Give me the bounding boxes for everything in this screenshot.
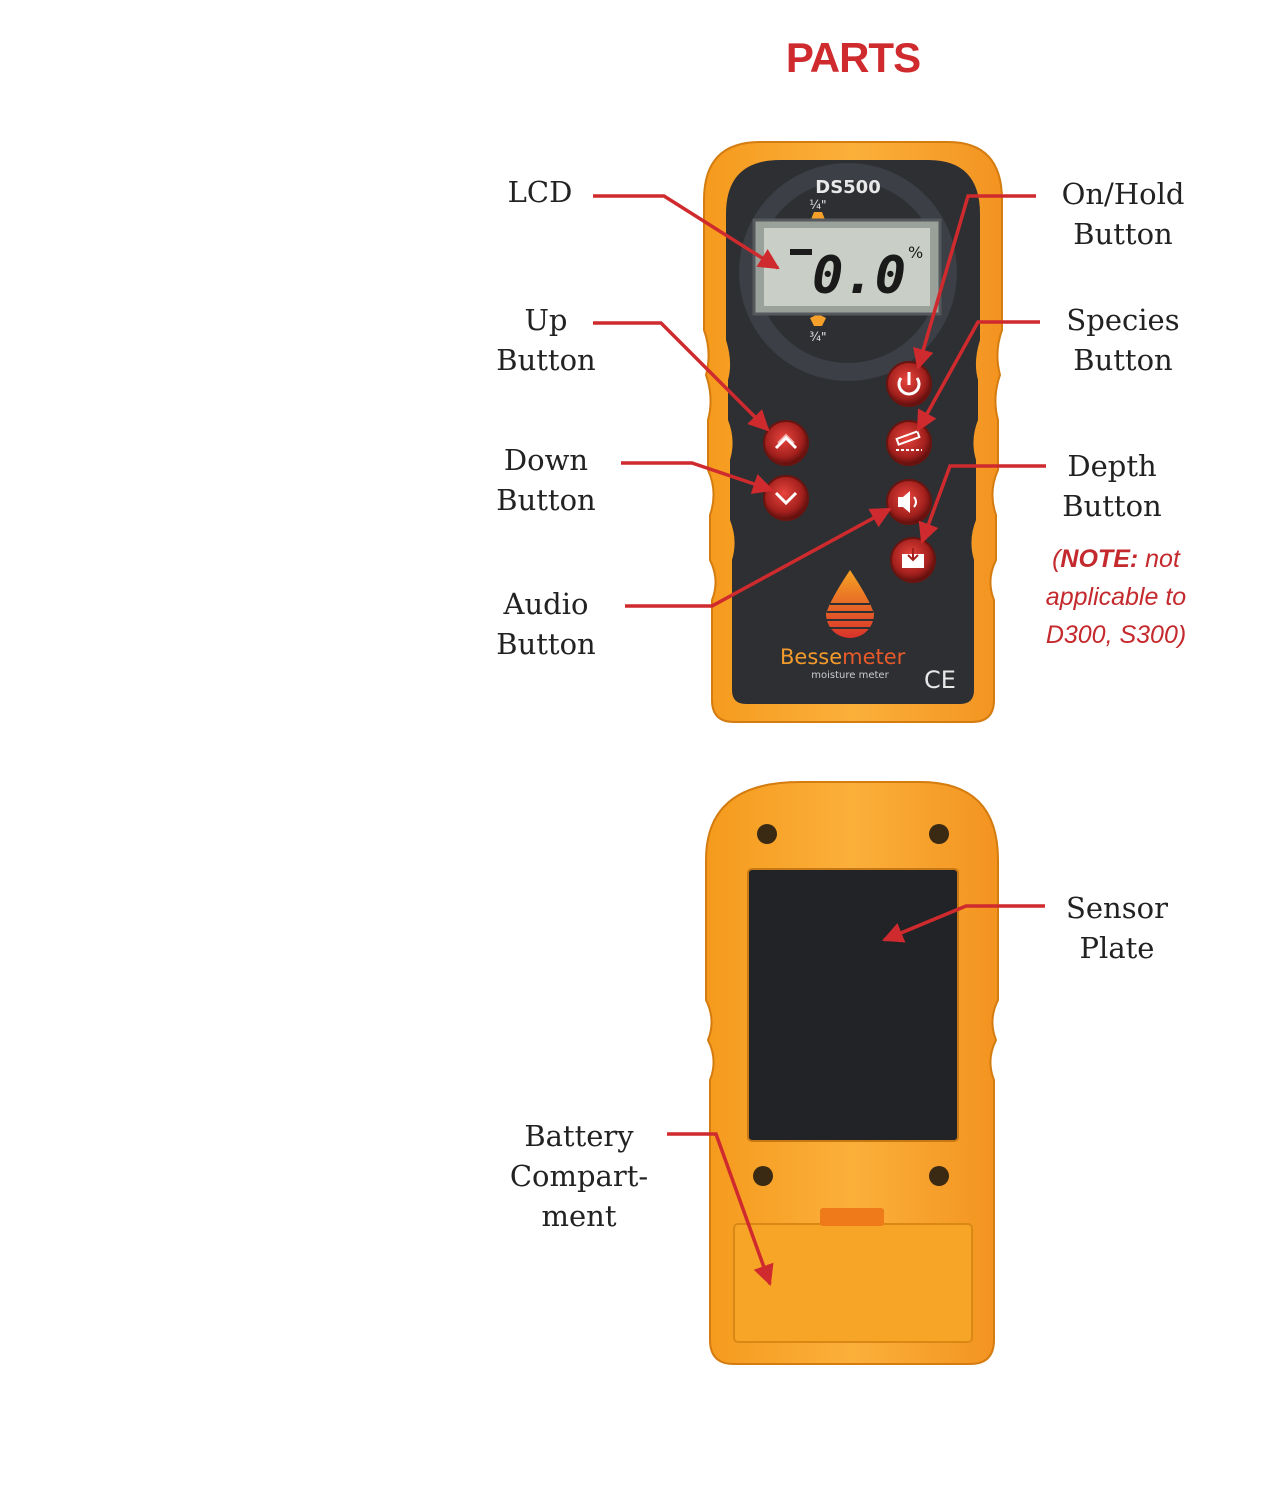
label-down-line2: Button — [496, 483, 596, 517]
arrow-on-hold — [913, 194, 1036, 371]
label-audio: Audio Button — [482, 584, 610, 664]
label-up-line1: Up — [524, 303, 568, 337]
page-title: PARTS — [785, 34, 921, 81]
depth-marker-bottom-icon — [810, 314, 826, 326]
label-audio-line2: Button — [496, 627, 596, 661]
battery-latch — [820, 1208, 884, 1226]
brand-subtitle: moisture meter — [811, 670, 889, 681]
note-bold: NOTE: — [1060, 545, 1139, 573]
label-battery-line3: ment — [541, 1199, 617, 1233]
label-sensor-line2: Plate — [1079, 931, 1155, 965]
lcd-screen — [764, 228, 930, 306]
arrow-battery — [667, 1132, 774, 1286]
label-down-line1: Down — [503, 443, 589, 477]
brand-name-part1: Besse — [780, 645, 842, 669]
label-up-line2: Button — [496, 343, 596, 377]
ce-mark: CE — [924, 666, 956, 694]
screw-hole-icon — [753, 1166, 773, 1186]
label-lcd: LCD — [507, 175, 573, 209]
arrow-down — [621, 461, 774, 494]
label-on-hold: On/Hold Button — [1040, 174, 1206, 254]
label-depth: Depth Button — [1046, 446, 1178, 526]
label-depth-line1: Depth — [1067, 449, 1157, 483]
screw-hole-icon — [929, 824, 949, 844]
label-sensor-line1: Sensor — [1066, 891, 1168, 925]
label-battery-line1: Battery — [524, 1119, 634, 1153]
lcd-indicator-bar — [790, 249, 812, 255]
screw-hole-icon — [929, 1166, 949, 1186]
lcd-reading: 0.0 — [812, 246, 906, 306]
depth-button-icon — [890, 537, 936, 583]
label-depth-line2: Button — [1062, 489, 1162, 523]
depth-top-label: ¼" — [809, 198, 826, 212]
brand-name-part2: meter — [842, 645, 906, 669]
lcd-unit: % — [908, 243, 923, 262]
pointer-arrows — [593, 194, 1046, 1286]
label-battery: Battery Compart- ment — [494, 1116, 664, 1236]
note-open-paren: ( — [1052, 545, 1061, 573]
up-button-icon — [763, 420, 809, 466]
species-button-icon — [886, 420, 932, 466]
label-battery-line2: Compart- — [509, 1159, 649, 1193]
note-line3: D300, S300) — [1045, 621, 1187, 649]
arrow-audio — [625, 507, 892, 608]
front-device — [703, 141, 1003, 723]
audio-button-icon — [886, 479, 932, 525]
bessemeter-logo-icon — [826, 570, 874, 638]
label-species: Species Button — [1048, 300, 1198, 380]
arrow-depth — [918, 464, 1046, 544]
arrow-lcd — [593, 194, 780, 270]
label-sensor: Sensor Plate — [1050, 888, 1184, 968]
arrow-sensor — [882, 904, 1045, 943]
label-on-hold-line1: On/Hold — [1061, 177, 1185, 211]
brand-name: Bessemeter — [780, 645, 906, 669]
sensor-plate — [747, 868, 959, 1142]
arrow-up — [593, 321, 770, 432]
label-on-hold-line2: Button — [1073, 217, 1173, 251]
down-button-icon — [763, 475, 809, 521]
back-device — [705, 781, 999, 1365]
label-species-line1: Species — [1066, 303, 1180, 337]
label-down: Down Button — [482, 440, 610, 520]
label-species-line2: Button — [1073, 343, 1173, 377]
note-line1-rest: not — [1138, 545, 1180, 573]
depth-bottom-label: ¾" — [809, 330, 826, 344]
depth-note: (NOTE: not applicable to D300, S300) — [1018, 540, 1214, 654]
model-label: DS500 — [815, 177, 880, 198]
lcd-ring-decoration — [739, 163, 957, 381]
screw-hole-icon — [757, 824, 777, 844]
note-line2: applicable to — [1045, 583, 1187, 611]
label-up: Up Button — [482, 300, 610, 380]
arrow-species — [916, 320, 1040, 432]
on-hold-button-icon — [886, 361, 932, 407]
label-audio-line1: Audio — [503, 587, 589, 621]
